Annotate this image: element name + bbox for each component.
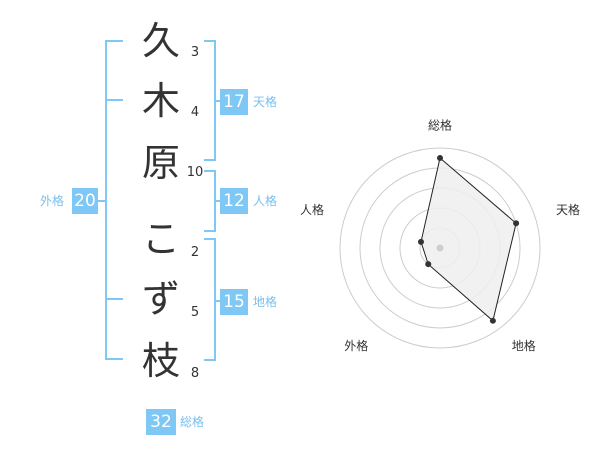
stroke-count-4: 2 [190,245,200,260]
radar-center-point [436,244,444,252]
radar-axis-label-3: 地格 [512,338,536,353]
chikaku-badge: 15 [220,289,248,315]
name-char-1: 久 [141,19,180,63]
name-char-3: 原 [141,141,180,185]
radar-point-4 [425,261,432,268]
chikaku-connector [214,300,222,302]
outer-connector [98,200,107,202]
name-char-2: 木 [141,79,180,123]
radar-axis-label-1: 総格 [428,118,452,133]
stroke-count-6: 8 [190,366,200,381]
outer-bracket-tick [105,298,123,300]
radar-series-polygon [420,157,517,322]
stroke-count-5: 5 [190,305,200,320]
tenkaku-badge: 17 [220,89,248,115]
outer-bracket-tick [105,99,123,101]
jinkaku-badge: 12 [220,188,248,214]
radar-grid-ring [339,147,541,349]
gaikaku-label: 外格 [40,194,65,208]
chikaku-label: 地格 [253,295,278,309]
gaikaku-badge: 20 [72,188,98,214]
stroke-count-3: 10 [186,165,204,180]
radar-point-3 [489,317,496,324]
stroke-count-1: 3 [190,45,200,60]
jinkaku-label: 人格 [253,194,278,208]
tenkaku-connector [214,100,222,102]
tenkaku-label: 天格 [253,95,278,109]
jinkaku-connector [214,200,222,202]
radar-point-5 [417,238,424,245]
radar-axis-label-5: 人格 [300,202,324,217]
radar-axis-label-4: 外格 [344,338,368,353]
soukaku-label: 総格 [180,415,205,429]
stroke-count-2: 4 [190,105,200,120]
radar-axis-label-2: 天格 [556,202,580,217]
chikaku-bracket [204,238,216,361]
name-char-6: 枝 [141,339,180,383]
radar-point-1 [437,155,443,161]
soukaku-badge: 32 [146,409,176,435]
radar-point-2 [513,220,520,227]
name-char-5: ず [141,277,180,321]
name-char-4: こ [141,217,180,261]
